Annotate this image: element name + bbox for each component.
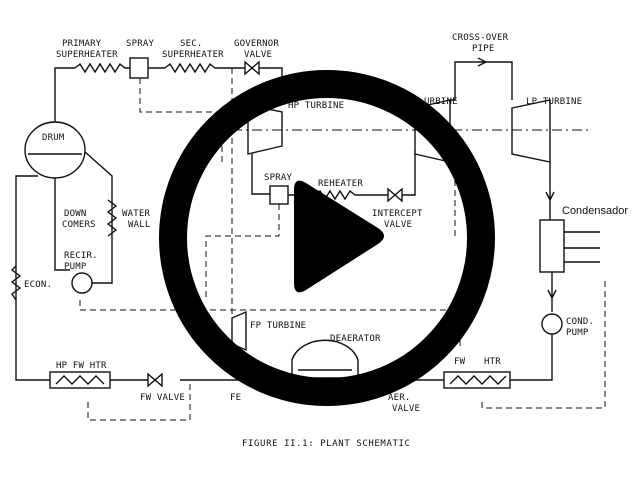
ctrl-cond-pump (481, 280, 606, 409)
play-ring (159, 70, 495, 406)
label-recir-pump-2: PUMP (64, 262, 87, 272)
pipe-hp-htr-to-econ (15, 175, 50, 381)
label-ip-turbine: URBINE (424, 97, 458, 107)
label-governor-valve-2: VALVE (244, 50, 272, 60)
label-sec-superheater-1: SEC. (180, 39, 202, 49)
label-fp-turbine: FP TURBINE (250, 321, 306, 331)
economizer-coil (10, 265, 22, 301)
label-primary-superheater-2: SUPERHEATER (56, 50, 118, 60)
arrow-to-cond-pump (547, 289, 557, 300)
label-water-wall-2: WALL (128, 220, 150, 230)
deaerator-vessel (291, 339, 359, 379)
downcomer-pipe (54, 178, 70, 271)
label-sec-superheater-2: SUPERHEATER (162, 50, 224, 60)
ctrl-fw-valve (87, 380, 191, 421)
label-spray-top: SPRAY (126, 39, 154, 49)
water-wall-coil (106, 199, 118, 237)
cross-over-arrow (477, 57, 488, 67)
label-cond-pump-2: PUMP (566, 328, 589, 338)
label-intercept-valve-1: INTERCEPT (372, 209, 423, 219)
primary-superheater-coil (74, 62, 130, 74)
label-deaer-valve-2: VALVE (392, 404, 420, 414)
pipe-to-ip-turbine (402, 150, 416, 196)
pipe-cond-pump-to-fw-htr (510, 334, 553, 381)
label-fw-partial: FE (230, 393, 241, 403)
label-intercept-valve-2: VALVE (384, 220, 412, 230)
label-cross-over-2: PIPE (472, 44, 494, 54)
label-primary-superheater-1: PRIMARY (62, 39, 102, 49)
fp-turbine-symbol (231, 310, 247, 352)
label-hp-fw-htr: HP FW HTR (56, 361, 107, 371)
label-deaerator: DEAERATOR (330, 334, 381, 344)
ctrl-spray-mid (205, 204, 280, 300)
cross-over-pipe (450, 61, 513, 101)
label-cross-over-1: CROSS-OVER (452, 33, 509, 43)
condenser-box (539, 219, 565, 273)
secondary-superheater-coil (164, 62, 245, 74)
water-wall-pipe (84, 151, 113, 284)
governor-valve-symbol (244, 60, 260, 76)
figure-caption: FIGURE II.1: PLANT SCHEMATIC (242, 439, 411, 449)
label-down-comers-1: DOWN (64, 209, 86, 219)
play-triangle (294, 180, 384, 293)
label-hp-turbine: HP TURBINE (288, 101, 344, 111)
drum-riser-pipe (54, 67, 75, 122)
label-htr: HTR (484, 357, 501, 367)
label-cond-pump-1: COND. (566, 317, 594, 327)
intercept-valve-symbol (387, 187, 403, 203)
label-fw-valve: FW VALVE (140, 393, 185, 403)
lp-fw-heater-coil (449, 375, 507, 385)
label-governor-valve-1: GOVERNOR (234, 39, 279, 49)
label-fw: FW (454, 357, 466, 367)
condenser-cooling-lines (564, 231, 600, 263)
pipe-hp-exhaust (251, 154, 270, 195)
fw-valve-symbol (147, 372, 163, 388)
label-reheater: REHEATER (318, 179, 363, 189)
label-spray-mid: SPRAY (264, 173, 292, 183)
label-down-comers-2: COMERS (62, 220, 96, 230)
label-condensador: Condensador (562, 205, 628, 217)
label-recir-pump-1: RECIR. (64, 251, 98, 261)
label-deaer-valve-1: AER. (388, 393, 410, 403)
hp-fw-heater-coil (55, 375, 105, 385)
arrow-to-condenser (545, 191, 555, 202)
label-water-wall-1: WATER (122, 209, 150, 219)
label-drum: DRUM (42, 133, 65, 143)
label-econ: ECON. (24, 280, 52, 290)
label-lp-turbine: LP TURBINE (526, 97, 582, 107)
